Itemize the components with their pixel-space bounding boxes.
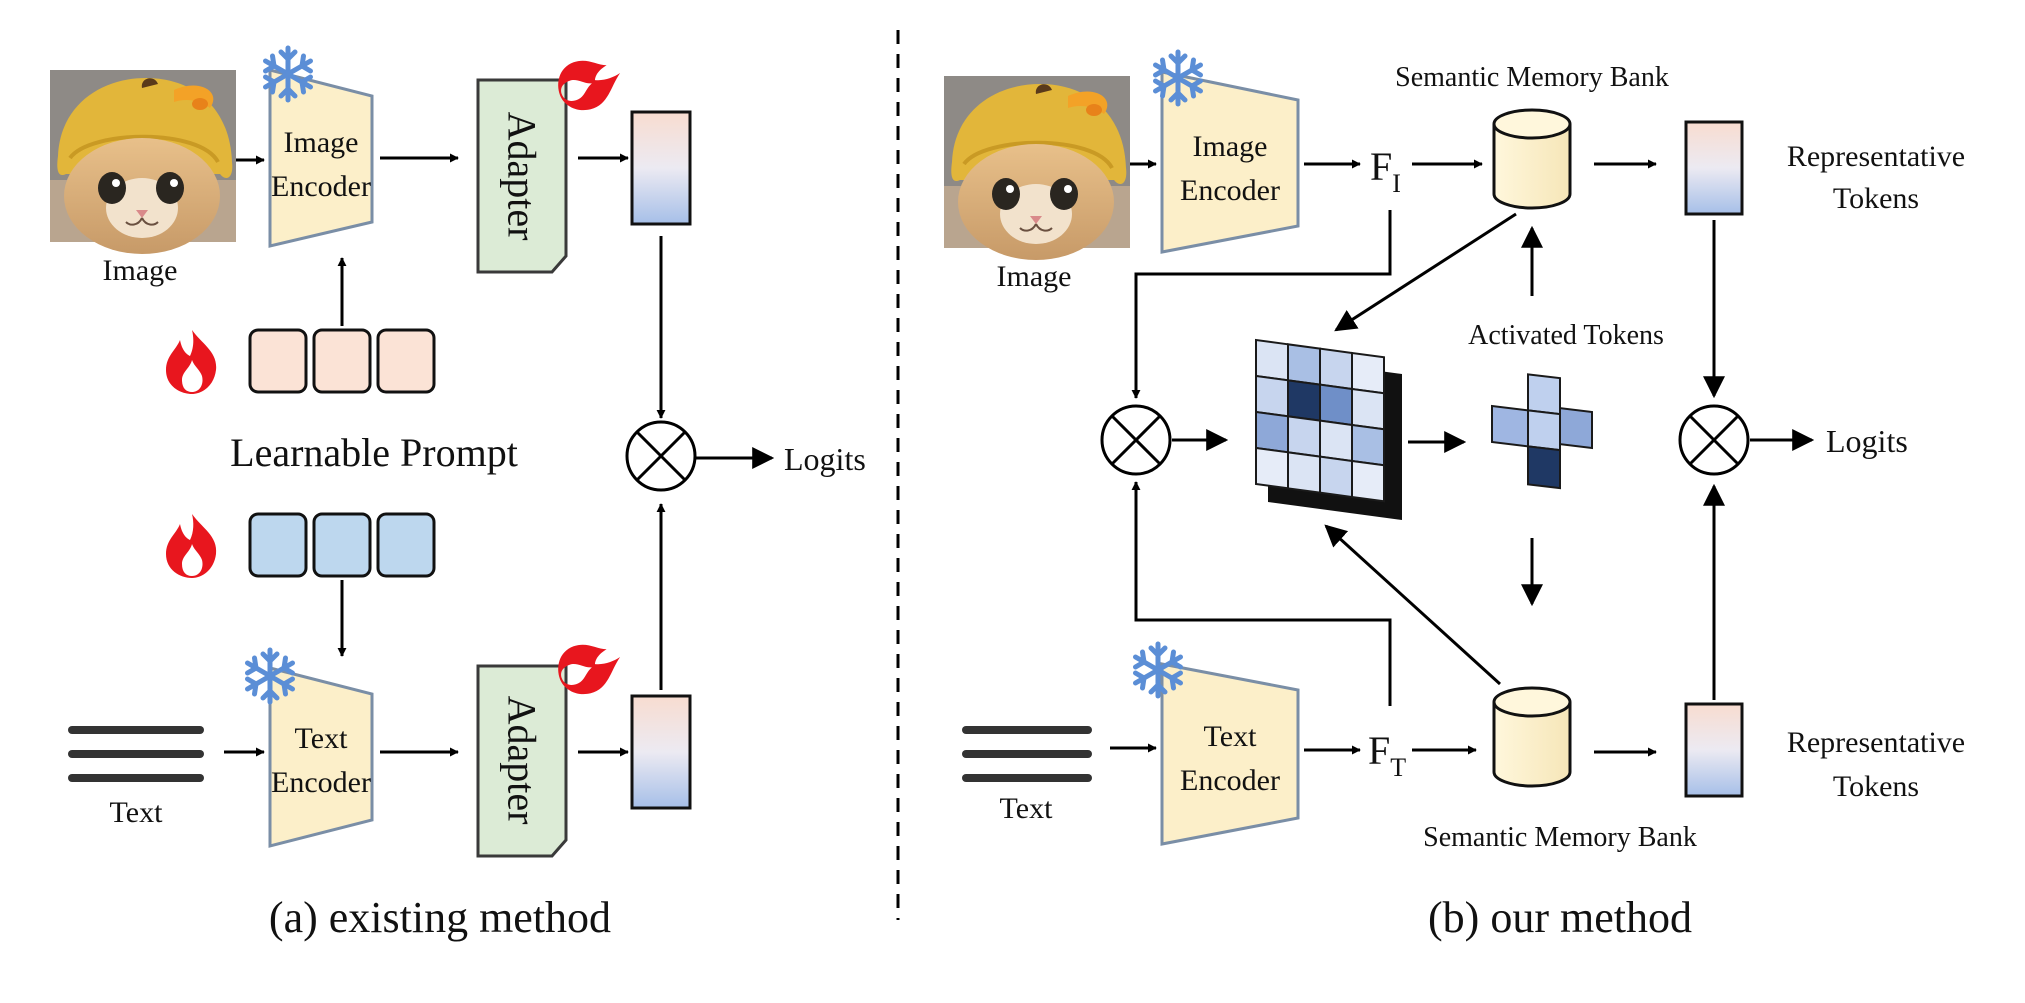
memory-bank-bottom-label: Semantic Memory Bank bbox=[1423, 822, 1697, 853]
caption-our-method: (b) our method bbox=[1428, 893, 1692, 942]
image-encoder-line2: Encoder bbox=[1180, 174, 1280, 207]
image-label: Image bbox=[997, 260, 1072, 293]
multiply-node-right-a bbox=[1100, 404, 1172, 476]
adapter-block-bottom: Adapter bbox=[476, 664, 568, 858]
logits-label: Logits bbox=[784, 441, 866, 477]
arrow-fi-to-multiply bbox=[1131, 210, 1392, 399]
rep-tokens-top-line2: Tokens bbox=[1833, 182, 1919, 215]
input-cat-image bbox=[48, 68, 238, 256]
text-encoder-block: Text Encoder bbox=[1160, 662, 1300, 846]
rep-tokens-top-line1: Representative bbox=[1787, 140, 1965, 173]
text-label: Text bbox=[1000, 792, 1054, 825]
adapter-label: Adapter bbox=[500, 696, 545, 825]
arrow-memory-bank-to-similarity-matrix bbox=[1334, 212, 1517, 332]
text-encoder-line2: Encoder bbox=[1180, 764, 1280, 797]
flame-icon bbox=[166, 330, 217, 394]
semantic-memory-bank-bottom bbox=[1492, 686, 1572, 788]
representative-tokens-top bbox=[1684, 120, 1744, 216]
image-encoder-block: Image Encoder bbox=[1160, 70, 1300, 254]
image-feature-token bbox=[630, 110, 692, 226]
our-method-panel: Image Image Encoder FI Semantic Memory B… bbox=[942, 52, 1965, 942]
adapter-block-top: Adapter bbox=[476, 78, 568, 274]
learnable-prompt-label: Learnable Prompt bbox=[230, 430, 518, 475]
image-encoder-line1: Image bbox=[1193, 130, 1268, 163]
flame-icon bbox=[166, 514, 217, 578]
representative-tokens-bottom bbox=[1684, 702, 1744, 798]
rep-tokens-bottom-line2: Tokens bbox=[1833, 770, 1919, 803]
arrow-ft-to-multiply bbox=[1131, 481, 1392, 706]
learnable-prompt-text-tokens bbox=[248, 512, 436, 578]
caption-existing-method: (a) existing method bbox=[269, 893, 611, 942]
image-encoder-line2: Encoder bbox=[271, 170, 371, 203]
text-encoder-block: Text Encoder bbox=[268, 666, 374, 848]
image-feature-fi: FI bbox=[1370, 144, 1401, 198]
multiply-node-left bbox=[625, 420, 697, 492]
existing-method-panel: Image Image Encoder Adapter Learnable Pr… bbox=[48, 48, 866, 942]
adapter-label: Adapter bbox=[500, 112, 545, 241]
image-label: Image bbox=[103, 254, 178, 287]
text-label: Text bbox=[110, 796, 164, 829]
input-cat-image bbox=[942, 74, 1132, 262]
text-feature-token bbox=[630, 694, 692, 810]
rep-tokens-bottom-line1: Representative bbox=[1787, 726, 1965, 759]
multiply-node-right-b bbox=[1678, 404, 1750, 476]
image-encoder-block: Image Encoder bbox=[268, 68, 374, 248]
semantic-memory-bank-top bbox=[1492, 108, 1572, 210]
similarity-matrix bbox=[1255, 338, 1402, 520]
learnable-prompt-image-tokens bbox=[248, 328, 436, 394]
activated-tokens-label: Activated Tokens bbox=[1468, 320, 1664, 351]
image-encoder-line1: Image bbox=[284, 126, 359, 159]
memory-bank-top-label: Semantic Memory Bank bbox=[1395, 62, 1669, 93]
text-feature-ft: FT bbox=[1368, 728, 1406, 782]
text-encoder-line2: Encoder bbox=[271, 766, 371, 799]
text-encoder-line1: Text bbox=[295, 722, 349, 755]
activated-tokens-blocks bbox=[1491, 373, 1593, 490]
text-lines-icon bbox=[68, 726, 204, 782]
arrow-memory-bank-bottom-to-matrix bbox=[1324, 524, 1502, 686]
text-encoder-line1: Text bbox=[1204, 720, 1258, 753]
text-lines-icon bbox=[962, 726, 1092, 782]
logits-label: Logits bbox=[1826, 423, 1908, 459]
